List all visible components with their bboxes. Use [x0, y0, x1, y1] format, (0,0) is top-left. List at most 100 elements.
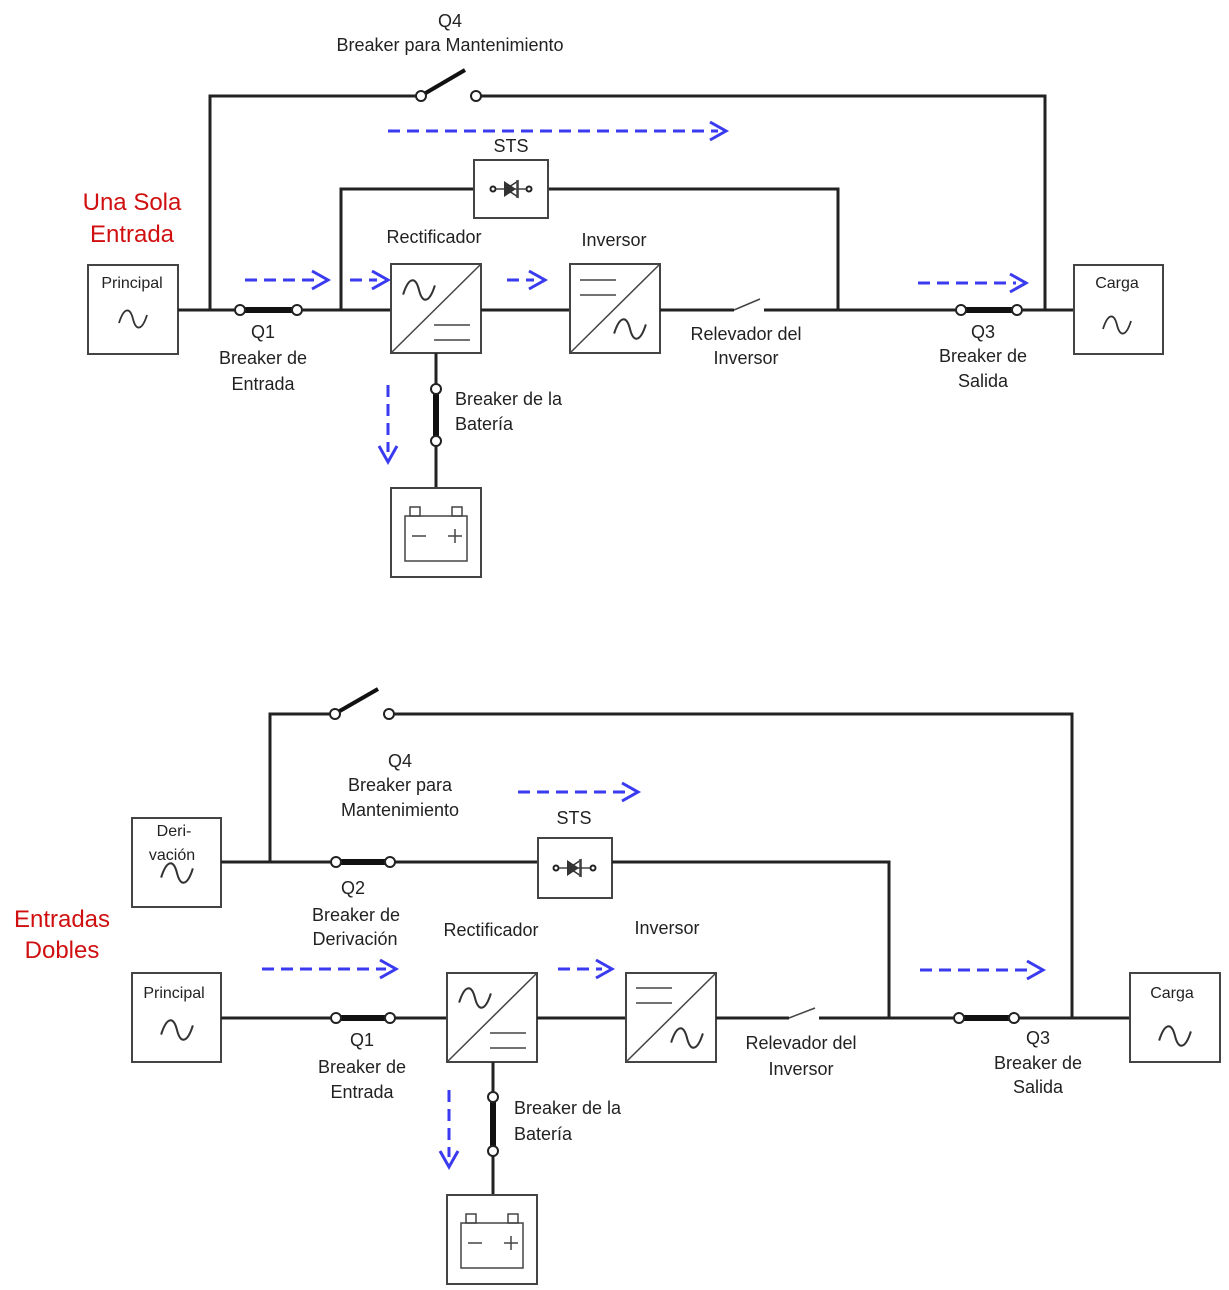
single-title-line1: Una Sola — [83, 189, 182, 216]
breaker-terminal — [330, 1012, 342, 1024]
flow-arrow — [245, 269, 332, 291]
single-q3-desc2: Salida — [958, 371, 1009, 391]
dual-q4-desc2: Mantenimiento — [341, 800, 459, 820]
breaker-terminal — [330, 856, 342, 868]
single-load-box — [1073, 264, 1164, 355]
breaker-terminal — [291, 304, 303, 316]
dual-rectifier-label: Rectificador — [443, 920, 538, 940]
dual-inverter-relay[interactable] — [788, 1007, 816, 1019]
breaker-terminal — [487, 1145, 499, 1157]
single-title-line2: Entrada — [90, 221, 175, 248]
single-q3-desc1: Breaker de — [939, 346, 1027, 366]
breaker-terminal — [384, 856, 396, 868]
dual-load-box — [1129, 972, 1221, 1063]
flow-arrow — [262, 958, 400, 980]
flow-arrow — [558, 958, 616, 980]
single-battery-label2: Batería — [455, 414, 514, 434]
breaker-terminal — [487, 1091, 499, 1103]
single-bypass-wire-left — [208, 94, 420, 310]
breaker-terminal — [955, 304, 967, 316]
single-q4-terminal — [415, 90, 427, 102]
single-q4-switch[interactable] — [422, 68, 467, 96]
dual-bypass-source — [131, 817, 222, 908]
single-principal-source — [87, 264, 179, 355]
dual-sts-wire-right — [612, 860, 891, 1018]
single-rectifier-label: Rectificador — [386, 227, 481, 247]
flow-arrow — [438, 1090, 460, 1171]
dual-q4-desc1: Breaker para — [348, 775, 453, 795]
single-inverter-label: Inversor — [581, 230, 646, 250]
breaker-terminal — [430, 383, 442, 395]
dual-q2-tag: Q2 — [341, 878, 365, 898]
dual-principal-source — [131, 972, 222, 1063]
flow-arrow — [388, 120, 730, 142]
breaker-terminal — [1011, 304, 1023, 316]
breaker-terminal — [1008, 1012, 1020, 1024]
dual-bypass-wire-left — [268, 712, 330, 862]
dual-q4-terminal — [383, 708, 395, 720]
dual-relay-label2: Inversor — [768, 1059, 833, 1079]
breaker-terminal — [234, 304, 246, 316]
single-q4-desc: Breaker para Mantenimiento — [336, 35, 563, 55]
single-rectifier-box — [390, 263, 482, 354]
dual-relay-label1: Relevador del — [745, 1033, 856, 1053]
single-input-diagram: Una Sola Entrada Q4 Breaker para Manteni… — [83, 11, 1164, 578]
dual-battery-label1: Breaker de la — [514, 1098, 622, 1118]
dual-q2-desc2: Derivación — [312, 929, 397, 949]
dual-principal-label: Principal — [143, 985, 204, 1002]
single-relay-label2: Inversor — [713, 348, 778, 368]
single-relay-label1: Relevador del — [690, 324, 801, 344]
flow-arrow — [350, 269, 392, 291]
dual-q4-terminal — [329, 708, 341, 720]
single-sts-box — [473, 159, 549, 219]
single-q4-terminal — [470, 90, 482, 102]
dual-q1-tag: Q1 — [350, 1030, 374, 1050]
dual-title-line2: Dobles — [25, 937, 100, 964]
single-sts-wire-left — [339, 187, 474, 310]
flow-arrow — [377, 385, 399, 466]
dual-q4-tag: Q4 — [388, 751, 412, 771]
single-q3-tag: Q3 — [971, 322, 995, 342]
dual-title-line1: Entradas — [14, 906, 110, 933]
dual-battery-icon — [446, 1194, 538, 1285]
single-battery-label1: Breaker de la — [455, 389, 563, 409]
single-load-label: Carga — [1095, 275, 1139, 292]
dual-battery-label2: Batería — [514, 1124, 573, 1144]
dual-bypass-wire-right — [394, 712, 1074, 1018]
dual-input-diagram: Entradas Dobles Q4 Breaker para Mantenim… — [14, 687, 1221, 1285]
single-sts-label: STS — [493, 136, 528, 156]
single-q4-tag: Q4 — [438, 11, 462, 31]
dual-sts-box — [537, 837, 613, 899]
flow-arrow — [920, 959, 1047, 981]
flow-arrow — [518, 781, 642, 803]
flow-arrow — [918, 272, 1030, 294]
single-q1-desc2: Entrada — [231, 374, 295, 394]
dual-rectifier-box — [446, 972, 538, 1063]
single-principal-label: Principal — [101, 275, 162, 292]
breaker-terminal — [430, 435, 442, 447]
dual-bypass-label2: vación — [149, 847, 195, 864]
dual-q3-tag: Q3 — [1026, 1028, 1050, 1048]
flow-arrow — [507, 269, 549, 291]
single-sts-wire-right — [548, 187, 840, 310]
single-bypass-wire-right — [481, 94, 1047, 310]
single-inverter-relay[interactable] — [733, 298, 761, 311]
dual-bypass-label1: Deri- — [157, 823, 192, 840]
dual-inverter-label: Inversor — [634, 918, 699, 938]
dual-q1-desc1: Breaker de — [318, 1057, 406, 1077]
single-q1-tag: Q1 — [251, 322, 275, 342]
breaker-terminal — [384, 1012, 396, 1024]
dual-q3-desc2: Salida — [1013, 1077, 1064, 1097]
single-battery-icon — [390, 487, 482, 578]
single-inverter-box — [569, 263, 661, 354]
dual-q3-desc1: Breaker de — [994, 1053, 1082, 1073]
single-q1-desc1: Breaker de — [219, 348, 307, 368]
dual-q2-desc1: Breaker de — [312, 905, 400, 925]
dual-load-label: Carga — [1150, 985, 1194, 1002]
dual-q1-desc2: Entrada — [330, 1082, 394, 1102]
dual-q4-switch[interactable] — [337, 687, 379, 714]
dual-inverter-box — [625, 972, 717, 1063]
dual-sts-label: STS — [556, 808, 591, 828]
breaker-terminal — [953, 1012, 965, 1024]
